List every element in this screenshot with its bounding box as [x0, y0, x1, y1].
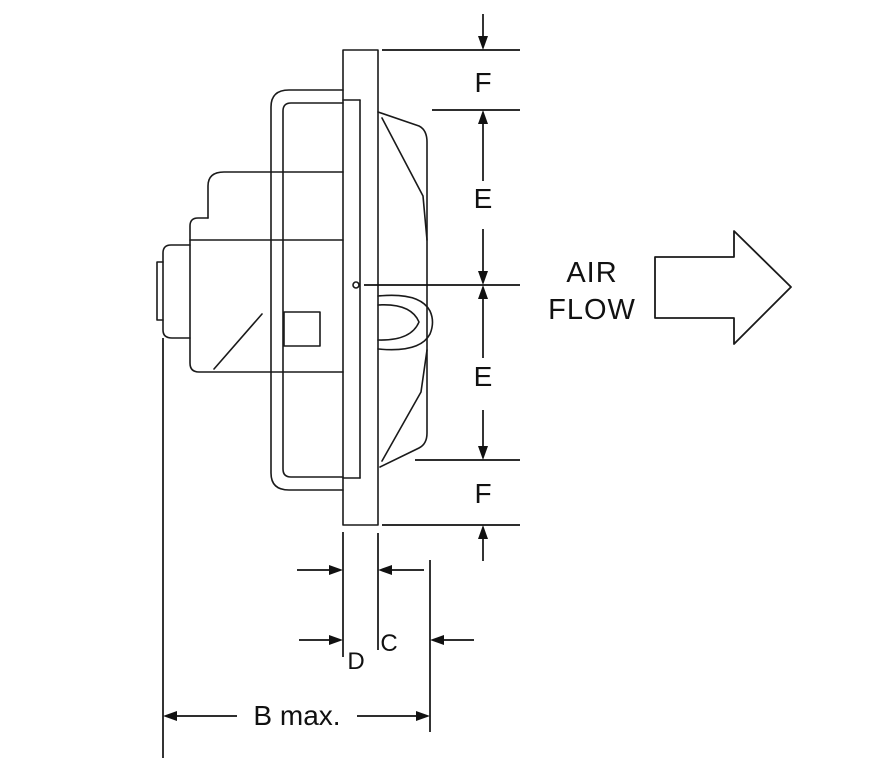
motor-brace-diagonal [213, 313, 263, 370]
fan-blade-upper-detail [381, 117, 428, 241]
dim-arrowhead-d-left-icon [329, 635, 343, 645]
dim-label-f-top: F [474, 67, 491, 98]
motor-body [189, 217, 344, 373]
dim-label-e-lower: E [474, 361, 493, 392]
dim-arrowhead-f-bottom-icon [478, 525, 488, 539]
dim-arrowhead-e-upper-top-icon [478, 110, 488, 124]
motor-terminal-box [283, 311, 321, 347]
airflow-label-line1: AIR [566, 257, 617, 289]
motor-left-mount [162, 244, 191, 339]
fan-blade-outline [377, 111, 428, 468]
dim-label-d: D [347, 648, 364, 675]
airflow-label-line2: FLOW [548, 294, 636, 326]
dim-arrowhead-f-top-icon [478, 36, 488, 50]
dim-label-f-bottom: F [474, 478, 491, 509]
airflow-annotation: AIR FLOW [548, 230, 792, 345]
dimension-annotations: F E E F C [162, 14, 520, 758]
fan-hub-inner [377, 304, 420, 341]
dim-label-e-upper: E [474, 183, 493, 214]
guard-handle-outer [270, 89, 344, 491]
motor-junction-box [156, 261, 164, 321]
hub-center-mark [352, 281, 360, 289]
dim-arrowhead-c-right-icon [378, 565, 392, 575]
motor-cap [207, 171, 344, 219]
dim-arrowhead-c-left-icon [329, 565, 343, 575]
dim-arrowhead-b-right-icon [416, 711, 430, 721]
dim-arrowhead-e-lower-top-icon [478, 285, 488, 299]
dim-arrowhead-e-lower-bottom-icon [478, 446, 488, 460]
dim-label-b-max: B max. [253, 700, 340, 731]
dim-arrowhead-d-right-icon [430, 635, 444, 645]
fan-side-view-drawing [156, 49, 434, 526]
dim-arrowhead-e-upper-bottom-icon [478, 271, 488, 285]
fan-blade-lower-detail [381, 349, 428, 462]
dim-arrowhead-b-left-icon [163, 711, 177, 721]
dim-label-c: C [380, 630, 397, 657]
fan-hub [377, 294, 434, 351]
guard-handle-inner [282, 102, 344, 478]
mounting-panel [342, 49, 379, 526]
air-flow-arrow-icon [654, 230, 792, 345]
